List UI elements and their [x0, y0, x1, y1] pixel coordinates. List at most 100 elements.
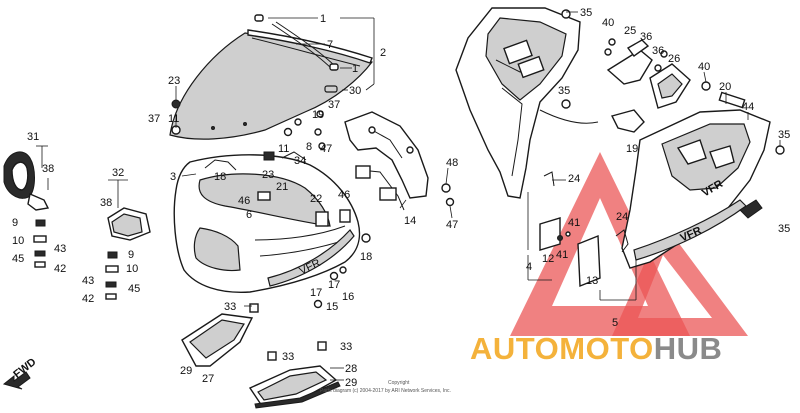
- mirror-left-hardware: [33, 219, 47, 268]
- windscreen: [169, 29, 373, 140]
- callout-16: 16: [342, 291, 354, 303]
- callout-12: 12: [542, 253, 554, 265]
- mirror-left: [3, 151, 50, 211]
- callout-24a: 24: [568, 173, 580, 185]
- fairing-stay-bracket: [344, 111, 429, 211]
- inner-cover-left: [181, 313, 254, 367]
- callout-22: 22: [310, 193, 322, 205]
- callout-10: 10: [12, 235, 24, 247]
- callout-36b: 36: [652, 45, 664, 57]
- callout-11b: 11: [278, 143, 289, 155]
- inner-cover-right: [248, 365, 341, 409]
- watermark-part-automoto: AUTOMOTO: [470, 331, 654, 366]
- callout-40b: 40: [698, 61, 710, 73]
- callout-35a: 35: [580, 7, 592, 19]
- callout-35c: 35: [778, 129, 790, 141]
- callout-9: 9: [12, 217, 18, 229]
- callout-11: 11: [168, 113, 179, 125]
- callout-33b: 33: [282, 351, 294, 363]
- callout-30: 30: [349, 85, 361, 97]
- callout-35b: 35: [558, 85, 570, 97]
- callout-33c: 33: [340, 341, 352, 353]
- watermark-text: AUTOMOTOHUB: [470, 331, 722, 367]
- callout-2: 2: [380, 47, 386, 59]
- upper-cowl: [173, 151, 361, 293]
- callout-23b: 23: [262, 169, 274, 181]
- callout-23: 23: [168, 75, 180, 87]
- callout-20: 20: [719, 81, 731, 93]
- callout-13: 13: [586, 275, 598, 287]
- cowl-stripe-decal: [267, 229, 355, 287]
- small-clips-bottom: [249, 303, 327, 361]
- copyright-line-1: Copyright: [388, 380, 410, 386]
- callout-31: 31: [27, 131, 39, 143]
- callout-47b: 47: [446, 219, 458, 231]
- callout-28: 28: [345, 363, 357, 375]
- callout-21: 21: [276, 181, 288, 193]
- callout-6: 6: [246, 209, 252, 221]
- middle-cowl: [455, 7, 599, 199]
- side-cowl: [621, 109, 771, 269]
- grommet-top: [254, 14, 264, 22]
- grommet-mid: [329, 63, 339, 71]
- callout-40a: 40: [602, 17, 614, 29]
- callout-27: 27: [202, 373, 214, 385]
- callout-29a: 29: [180, 365, 192, 377]
- callout-44: 44: [742, 101, 754, 113]
- side-bracket-assembly: [561, 9, 711, 109]
- callout-25: 25: [624, 25, 636, 37]
- callout-14: 14: [404, 215, 416, 227]
- callout-47: 47: [320, 143, 332, 155]
- callout-41b: 41: [556, 249, 568, 261]
- callout-29b: 29: [345, 377, 357, 389]
- callout-18b: 18: [360, 251, 372, 263]
- callout-1b: 1: [352, 63, 358, 75]
- callout-36a: 36: [640, 31, 652, 43]
- callout-9b: 9: [128, 249, 134, 261]
- callout-5: 5: [612, 317, 618, 329]
- callout-38: 38: [42, 163, 54, 175]
- callout-37b: 37: [148, 113, 160, 125]
- callout-46b: 46: [338, 189, 350, 201]
- callout-45: 45: [12, 253, 24, 265]
- watermark-part-hub: HUB: [653, 331, 723, 366]
- callout-32: 32: [112, 167, 124, 179]
- callout-38b: 38: [100, 197, 112, 209]
- callout-1a: 1: [320, 13, 326, 25]
- callout-labels: 1 7 2 1 30 37 23 37 11 3 19 8 11 47 34 1…: [12, 7, 790, 389]
- callout-43: 43: [54, 243, 66, 255]
- callout-19: 19: [312, 109, 324, 121]
- callout-45b: 45: [128, 283, 140, 295]
- callout-8: 8: [306, 141, 312, 153]
- callout-42b: 42: [82, 293, 94, 305]
- callout-3: 3: [170, 171, 176, 183]
- callout-18a: 18: [214, 171, 226, 183]
- callout-35d: 35: [778, 223, 790, 235]
- callout-41a: 41: [568, 217, 580, 229]
- watermark-triangle-logo: [510, 152, 748, 336]
- callout-24b: 24: [616, 211, 628, 223]
- leader-lines: [36, 11, 781, 381]
- callout-42: 42: [54, 263, 66, 275]
- mirror-right: [107, 207, 151, 241]
- callout-17b: 17: [328, 279, 340, 291]
- decal-panels: [539, 171, 629, 288]
- callout-33a: 33: [224, 301, 236, 313]
- callout-10b: 10: [126, 263, 138, 275]
- callout-19b: 19: [626, 143, 638, 155]
- copyright-line-2: Parts diagram (c) 2004-2017 by ARI Netwo…: [320, 388, 451, 394]
- callout-48: 48: [446, 157, 458, 169]
- callout-17a: 17: [310, 287, 322, 299]
- callout-4: 4: [526, 261, 532, 273]
- forward-arrow: [2, 371, 31, 390]
- callout-43b: 43: [82, 275, 94, 287]
- mirror-right-hardware: [105, 251, 119, 300]
- callout-37: 37: [328, 99, 340, 111]
- callout-46: 46: [238, 195, 250, 207]
- callout-15: 15: [326, 301, 338, 313]
- clip-30: [324, 85, 338, 93]
- callout-7: 7: [327, 39, 333, 51]
- callout-34: 34: [294, 155, 306, 167]
